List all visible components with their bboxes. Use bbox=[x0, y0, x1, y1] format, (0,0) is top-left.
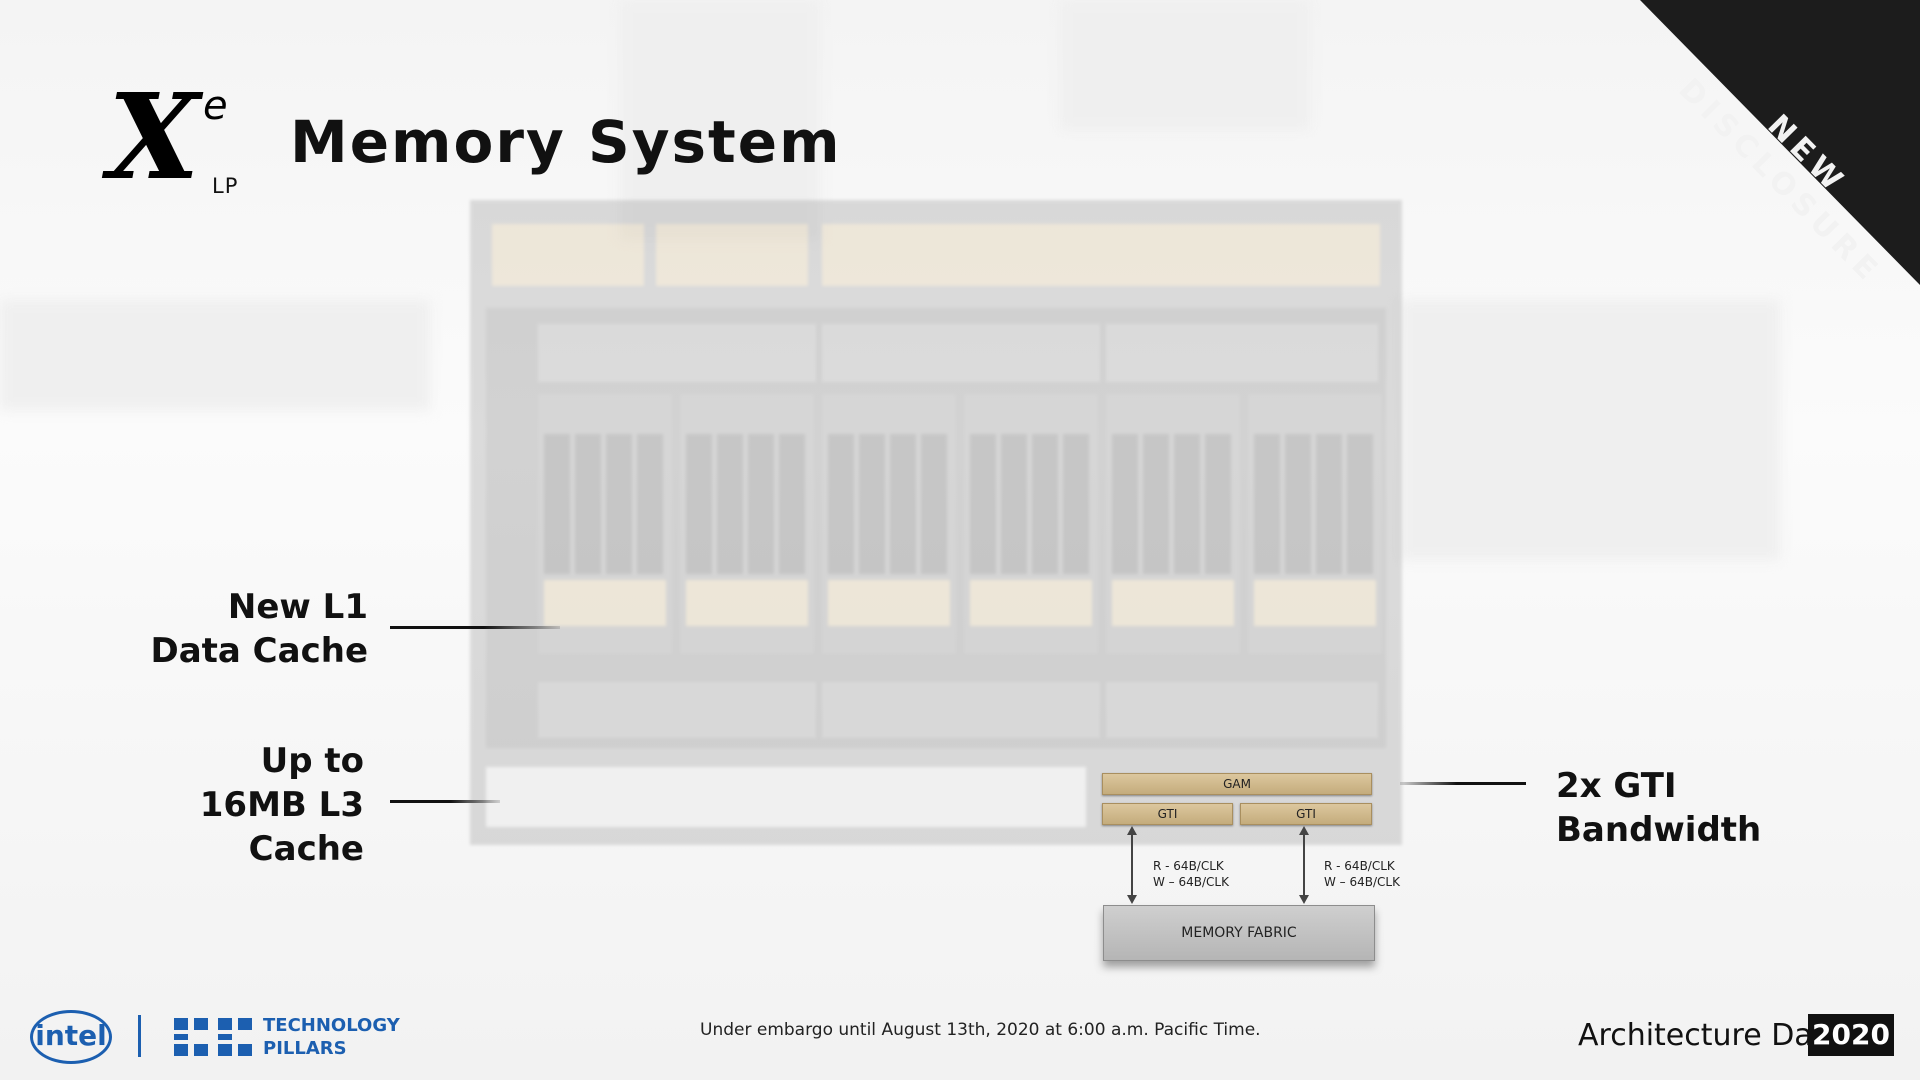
diagram-fixed-block bbox=[656, 224, 808, 286]
bandwidth-read: R - 64B/CLK bbox=[1324, 859, 1395, 873]
bandwidth-label-right: R - 64B/CLK W – 64B/CLK bbox=[1324, 858, 1400, 890]
gti-block-right: GTI bbox=[1240, 803, 1372, 825]
arrow-up-icon bbox=[1127, 826, 1137, 835]
callout-gti-line1: 2x GTI bbox=[1556, 766, 1677, 806]
diagram-subslice bbox=[680, 394, 814, 654]
background-shape bbox=[0, 300, 430, 410]
callout-l3-line2: 16MB L3 bbox=[199, 785, 364, 825]
diagram-geometry-block bbox=[822, 324, 1100, 382]
event-name: Architecture Day bbox=[1578, 1018, 1831, 1053]
leader-line-gti bbox=[1400, 782, 1526, 785]
diagram-l3-cache-block bbox=[486, 767, 1086, 827]
callout-l1-line2: Data Cache bbox=[150, 631, 368, 671]
callout-gti-line2: Bandwidth bbox=[1556, 810, 1762, 850]
logo-superscript: e bbox=[203, 83, 228, 129]
arrow-down-icon bbox=[1299, 895, 1309, 904]
connector-line-left bbox=[1131, 834, 1133, 896]
embargo-notice: Under embargo until August 13th, 2020 at… bbox=[700, 1020, 1261, 1040]
banner-background bbox=[1640, 0, 1920, 285]
pillars-line2: PILLARS bbox=[263, 1038, 347, 1059]
technology-pillars-label: TECHNOLOGY PILLARS bbox=[263, 1014, 400, 1060]
callout-l3-line3: Cache bbox=[248, 829, 364, 869]
callout-l1-cache: New L1 Data Cache bbox=[140, 585, 368, 673]
diagram-fixed-block bbox=[492, 224, 644, 286]
logo-subscript: LP bbox=[212, 174, 239, 198]
connector-line-right bbox=[1303, 834, 1305, 896]
diagram-subslice bbox=[538, 394, 672, 654]
callout-l3-line1: Up to bbox=[260, 741, 364, 781]
diagram-subslice bbox=[1248, 394, 1382, 654]
diagram-subslice bbox=[1106, 394, 1240, 654]
bandwidth-write: W – 64B/CLK bbox=[1324, 875, 1400, 889]
memory-fabric-block: MEMORY FABRIC bbox=[1103, 905, 1375, 961]
diagram-subslice bbox=[964, 394, 1098, 654]
arrow-up-icon bbox=[1299, 826, 1309, 835]
pillars-line1: TECHNOLOGY bbox=[263, 1015, 400, 1036]
gam-block: GAM bbox=[1102, 773, 1372, 795]
new-disclosure-banner: NEW DISCLOSURE bbox=[1640, 0, 1920, 285]
callout-l1-line1: New L1 bbox=[227, 587, 368, 627]
arrow-down-icon bbox=[1127, 895, 1137, 904]
diagram-slice bbox=[486, 308, 1386, 748]
diagram-geometry-block bbox=[538, 324, 816, 382]
gpu-block-diagram bbox=[470, 200, 1402, 845]
bandwidth-write: W – 64B/CLK bbox=[1153, 875, 1229, 889]
diagram-pixel-backend bbox=[538, 682, 816, 738]
diagram-pixel-backend bbox=[1106, 682, 1378, 738]
bandwidth-read: R - 64B/CLK bbox=[1153, 859, 1224, 873]
event-year-badge: 2020 bbox=[1808, 1014, 1894, 1056]
background-shape bbox=[1400, 300, 1780, 560]
callout-l3-cache: Up to 16MB L3 Cache bbox=[130, 739, 364, 871]
background-shape bbox=[620, 0, 820, 240]
bandwidth-label-left: R - 64B/CLK W – 64B/CLK bbox=[1153, 858, 1229, 890]
intel-logo: intel bbox=[30, 1010, 112, 1064]
leader-line-l1 bbox=[390, 626, 560, 629]
diagram-subslice bbox=[822, 394, 956, 654]
callout-gti-bandwidth: 2x GTI Bandwidth bbox=[1556, 764, 1816, 852]
diagram-frame bbox=[470, 200, 1402, 845]
diagram-pixel-backend bbox=[822, 682, 1100, 738]
logo-letter: X bbox=[108, 67, 200, 206]
leader-line-l3 bbox=[390, 800, 500, 803]
footer-divider bbox=[138, 1015, 141, 1057]
page-title: Memory System bbox=[290, 108, 842, 176]
gti-block-left: GTI bbox=[1102, 803, 1233, 825]
diagram-geometry-block bbox=[1106, 324, 1378, 382]
xe-lp-logo: X e LP bbox=[108, 78, 248, 207]
diagram-fixed-block bbox=[822, 224, 1380, 286]
background-shape bbox=[1060, 0, 1310, 130]
